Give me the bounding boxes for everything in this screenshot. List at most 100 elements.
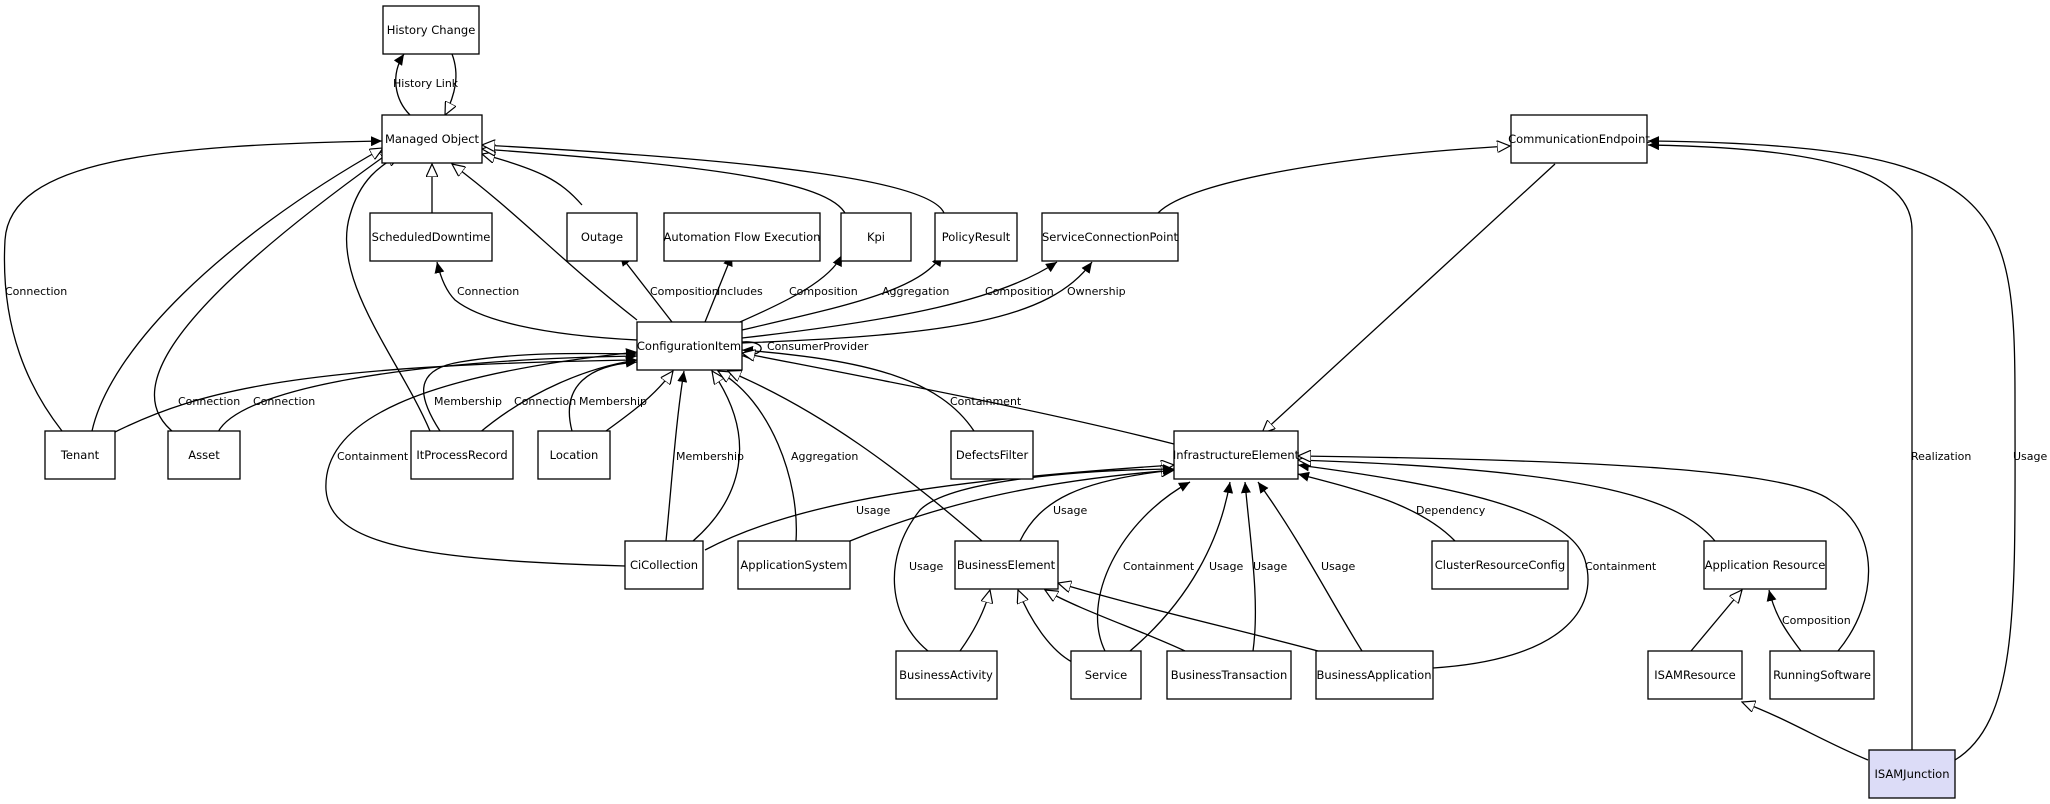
edge-label-sd-ci-connection: Connection xyxy=(457,285,519,298)
node-label: Service xyxy=(1085,668,1128,682)
node-service-connection-point[interactable]: ServiceConnectionPoint xyxy=(1041,212,1179,262)
edge-label-be-usage: Usage xyxy=(1053,504,1088,517)
node-label: CommunicationEndpoint xyxy=(1508,132,1650,146)
edge-tenant-managed-object-connection xyxy=(3,136,383,432)
edge-businessactivity-businesselement xyxy=(959,590,990,652)
node-label: ItProcessRecord xyxy=(416,448,507,462)
edge-ci-scheduled-downtime xyxy=(434,261,638,341)
edge-label-history-link: History Link xyxy=(393,77,459,90)
node-location[interactable]: Location xyxy=(537,430,611,480)
edge-ci-outage xyxy=(619,254,673,323)
edge-applicationresource-infrastructure xyxy=(1298,460,1716,542)
node-cluster-resource-config[interactable]: ClusterResourceConfig xyxy=(1431,540,1569,590)
edge-label-asset-ci-connection: Connection xyxy=(253,395,315,408)
edge-infrastructure-communication-endpoint xyxy=(1262,163,1556,433)
edge-tenant-ci xyxy=(114,355,638,433)
edge-itprocessrecord-managed-object-generalization xyxy=(345,155,431,432)
node-application-resource[interactable]: Application Resource xyxy=(1703,540,1827,590)
node-application-system[interactable]: ApplicationSystem xyxy=(737,540,851,590)
node-label: ApplicationSystem xyxy=(740,558,847,572)
edge-label-scp-ci-composition: Composition xyxy=(985,285,1054,298)
node-asset[interactable]: Asset xyxy=(167,430,241,480)
edge-label-cic-containment: Containment xyxy=(337,450,409,463)
node-label: Managed Object xyxy=(385,132,480,146)
edge-label-tenant-ci-connection: Connection xyxy=(178,395,240,408)
node-label: Asset xyxy=(188,448,220,462)
edge-businesselement-infrastructure-usage xyxy=(1019,466,1175,542)
edge-businessapplication-businesselement xyxy=(1058,583,1319,652)
edge-clusterresourceconfig-infrastructure-dependency xyxy=(1297,471,1456,542)
edge-label-tenant-mo-connection: Connection xyxy=(5,285,67,298)
node-label: Tenant xyxy=(60,448,100,462)
edge-label-afe-ci-includes: Includes xyxy=(717,285,763,298)
node-business-element[interactable]: BusinessElement xyxy=(954,540,1059,590)
edge-asset-ci xyxy=(217,351,638,433)
node-history-change[interactable]: History Change xyxy=(382,5,480,55)
edge-applicationsystem-ci-aggregation xyxy=(718,371,797,542)
node-label: ISAMResource xyxy=(1654,668,1735,682)
node-business-transaction[interactable]: BusinessTransaction xyxy=(1166,650,1292,700)
edge-label-isam-realization: Realization xyxy=(1911,450,1971,463)
edge-ci-scp-composition xyxy=(741,261,1058,339)
node-defects-filter[interactable]: DefectsFilter xyxy=(950,430,1034,480)
node-outage[interactable]: Outage xyxy=(566,212,638,262)
node-label: BusinessActivity xyxy=(899,668,993,682)
node-isam-resource[interactable]: ISAMResource xyxy=(1647,650,1743,700)
node-kpi[interactable]: Kpi xyxy=(840,212,912,262)
edge-ci-managed-object-generalization xyxy=(452,164,638,321)
edge-label-cic-membership: Membership xyxy=(676,450,744,463)
node-business-activity[interactable]: BusinessActivity xyxy=(895,650,998,700)
node-automation-flow-execution[interactable]: Automation Flow Execution xyxy=(663,212,821,262)
edge-tenant-managed-object-generalization xyxy=(91,148,383,432)
edge-cicollection-ci-membership xyxy=(665,370,688,542)
edge-isamjunction-isamresource xyxy=(1742,702,1869,761)
edge-infrastructure-ci-generalization xyxy=(742,353,1175,445)
edge-label-scp-ci-ownership: Ownership xyxy=(1067,285,1126,298)
node-label: ClusterResourceConfig xyxy=(1435,558,1565,572)
edge-label-bapp-usage: Usage xyxy=(1321,560,1356,573)
edge-businesstransaction-businesselement xyxy=(1045,590,1186,652)
edge-outage-managed-object xyxy=(482,154,583,206)
node-label: BusinessElement xyxy=(957,558,1056,572)
edge-label-bapp-containment: Containment xyxy=(1585,560,1657,573)
node-label: History Change xyxy=(387,23,476,37)
node-scheduled-downtime[interactable]: ScheduledDowntime xyxy=(369,212,493,262)
edge-isamjunction-communicationendpoint-realization xyxy=(1647,140,1913,750)
edge-defectsfilter-ci xyxy=(741,345,975,432)
node-label: Application Resource xyxy=(1705,558,1826,572)
node-label: Automation Flow Execution xyxy=(664,230,821,244)
edge-ci-automation xyxy=(704,254,733,323)
edge-label-svc-usage: Usage xyxy=(1209,560,1244,573)
node-isam-junction[interactable]: ISAMJunction xyxy=(1868,749,1956,799)
node-it-process-record[interactable]: ItProcessRecord xyxy=(410,430,514,480)
edge-label-bt-usage: Usage xyxy=(1253,560,1288,573)
edge-label-defects-containment: Containment xyxy=(950,395,1022,408)
node-configuration-item[interactable]: ConfigurationItem xyxy=(636,321,743,371)
node-ci-collection[interactable]: CiCollection xyxy=(624,540,704,590)
node-label: RunningSoftware xyxy=(1773,668,1871,682)
node-running-software[interactable]: RunningSoftware xyxy=(1769,650,1875,700)
edge-asset-managed-object-generalization xyxy=(153,150,393,443)
edge-label-outage-ci-composition: Composition xyxy=(650,285,719,298)
edge-runningsoftware-infrastructure xyxy=(1298,456,1870,652)
edge-policyresult-managed-object xyxy=(482,145,945,214)
edge-history-link xyxy=(393,53,457,115)
node-label: ScheduledDowntime xyxy=(372,230,491,244)
node-business-application[interactable]: BusinessApplication xyxy=(1315,650,1434,700)
edge-label-isam-usage: Usage xyxy=(2013,450,2048,463)
edge-label-ipr-membership: Membership xyxy=(434,395,502,408)
edge-itprocessrecord-ci-membership xyxy=(422,348,638,432)
node-label: InfrastructureElement xyxy=(1173,448,1300,462)
node-policy-result[interactable]: PolicyResult xyxy=(934,212,1018,262)
edge-kpi-managed-object xyxy=(482,149,847,216)
node-service[interactable]: Service xyxy=(1070,650,1142,700)
edge-service-infrastructure-usage xyxy=(1129,481,1234,652)
node-communication-endpoint[interactable]: CommunicationEndpoint xyxy=(1508,114,1650,164)
node-label: Outage xyxy=(581,230,623,244)
edge-label-ipr-connection: Connection xyxy=(514,395,576,408)
node-infrastructure-element[interactable]: InfrastructureElement xyxy=(1173,430,1300,480)
edge-label-ci-self-consumerprovider: ConsumerProvider xyxy=(767,340,869,353)
node-tenant[interactable]: Tenant xyxy=(44,430,116,480)
node-managed-object[interactable]: Managed Object xyxy=(381,114,483,164)
